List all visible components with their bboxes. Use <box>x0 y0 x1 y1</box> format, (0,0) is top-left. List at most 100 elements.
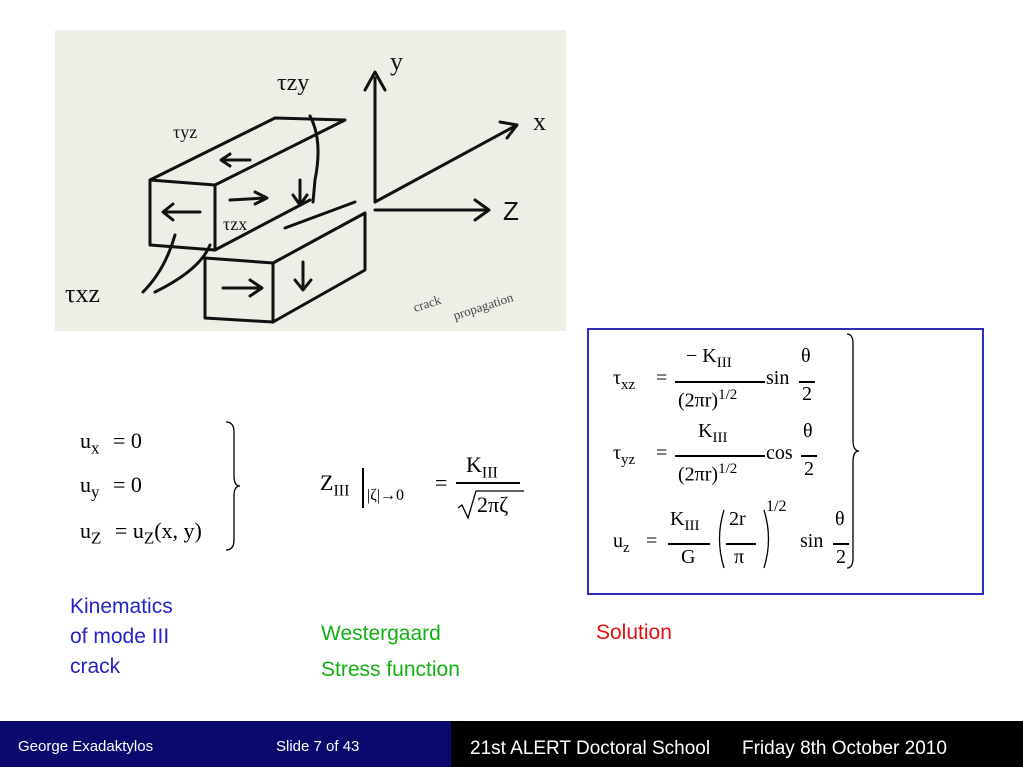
sol-den-1: (2πr)1/2 <box>678 387 737 413</box>
sol-den-2: (2πr)1/2 <box>678 461 737 487</box>
two-3: 2 <box>836 546 846 568</box>
two-2: 2 <box>804 458 814 480</box>
frac-bar-3 <box>668 543 710 545</box>
uz-sub-sol: z <box>623 540 630 556</box>
y-axis-label: y <box>390 47 403 76</box>
two-1: 2 <box>802 383 812 405</box>
westergaard-cond: |ζ|→0 <box>367 487 405 504</box>
sqrt-sign <box>457 490 524 520</box>
u-symbol: u <box>613 530 623 552</box>
theta-bar-1 <box>799 381 815 383</box>
sol-eq-2: = <box>656 442 668 464</box>
G-denominator: G <box>681 546 696 568</box>
uz-eq: = <box>114 518 128 543</box>
sol-num-1: − KIII <box>686 345 732 372</box>
frac-bar-4 <box>726 543 756 545</box>
theta-bar-2 <box>801 455 817 457</box>
mode-iii-sketch: y x Z τzy τyz τzx τxz crack propagation <box>55 30 566 331</box>
neg-K: − K <box>686 345 717 367</box>
westergaard-sub: III <box>333 482 350 500</box>
ux-rhs: = 0 <box>113 428 142 453</box>
x-axis-label: x <box>533 107 546 136</box>
solution-box <box>587 328 984 595</box>
footer-left-panel <box>0 721 451 767</box>
frac-bar-1 <box>675 381 765 383</box>
z-axis-label: Z <box>503 196 519 226</box>
solution-brace <box>846 333 860 569</box>
footer-date: Friday 8th October 2010 <box>742 738 947 759</box>
kinematics-brace <box>225 421 241 551</box>
sol-cos-2: cos <box>766 442 793 464</box>
tau-symbol-1: τ <box>613 367 622 389</box>
tau-zx-label: τzx <box>223 214 247 234</box>
uy-sub: y <box>91 482 100 502</box>
footer-event: 21st ALERT Doctoral School <box>470 738 711 759</box>
westergaard-caption-line2: Stress function <box>321 658 460 681</box>
tau-yz-sub: yz <box>621 452 636 468</box>
paren-group <box>718 509 770 569</box>
theta-1: θ <box>801 345 811 367</box>
lower-block-face <box>203 256 275 324</box>
III-sub-3: III <box>684 518 700 534</box>
tau-zy-label: τzy <box>277 70 309 96</box>
pi-denominator: π <box>734 546 745 568</box>
uz-rhs-sub: Z <box>143 528 155 548</box>
westergaard-caption: Westergaard Stress function <box>321 616 460 688</box>
kinematics-caption-line2: of mode III <box>70 625 170 648</box>
kinematics-caption-line3: crack <box>70 655 121 678</box>
two-r: 2r <box>729 508 746 530</box>
tau-symbol-2: τ <box>613 442 622 464</box>
K-2: K <box>698 420 713 442</box>
eq-uz: uZ = uZ(x, y) <box>80 518 202 548</box>
sol-eq-1: = <box>656 367 668 389</box>
ux-sub: x <box>91 438 100 458</box>
III-sub-1: III <box>716 355 732 371</box>
westergaard-eq: = <box>435 470 448 495</box>
sol-eq-3: = <box>646 530 658 552</box>
uz-sub: Z <box>91 528 102 548</box>
pow-1: 1/2 <box>718 387 738 403</box>
sol-num-2: KIII <box>698 420 727 447</box>
x-axis-line <box>373 123 519 204</box>
sketch-drawing: y x Z τzy τyz τzx τxz crack propagation <box>65 47 546 324</box>
sol-sin-3: sin <box>800 530 824 552</box>
crack-note-1: crack <box>411 292 443 315</box>
theta-3: θ <box>835 508 845 530</box>
pow-3: 1/2 <box>766 498 787 515</box>
westergaard-num: KIII <box>466 452 498 482</box>
kinematics-caption: Kinematics of mode III crack <box>70 592 173 682</box>
crack-note-2: propagation <box>451 289 515 323</box>
theta-bar-3 <box>833 543 849 545</box>
solution-caption: Solution <box>596 621 672 644</box>
westergaard-evalbar <box>362 468 364 508</box>
footer-author: George Exadaktylos <box>18 738 154 755</box>
footer-slide-number: Slide 7 of 43 <box>276 738 360 755</box>
ux-lhs: u <box>80 428 91 453</box>
uz-rhs-args: (x, y) <box>154 518 202 543</box>
footer-bar: George Exadaktylos Slide 7 of 43 21st AL… <box>0 721 1023 767</box>
sol-num-3: KIII <box>670 508 699 535</box>
uz-lhs: u <box>80 518 91 543</box>
westergaard-Z: Z <box>320 470 334 495</box>
westergaard-fraction-bar <box>456 482 520 484</box>
frac-bar-2 <box>675 455 765 457</box>
eq-uy: uy = 0 <box>80 472 142 502</box>
sol-tau-xz: τxz <box>613 367 635 394</box>
III-sub-2: III <box>712 430 728 446</box>
westergaard-den: 2πζ <box>477 492 509 517</box>
theta-2: θ <box>803 420 813 442</box>
sol-uz: uz <box>613 530 630 557</box>
westergaard-num-K: K <box>466 452 482 477</box>
pow-2: 1/2 <box>718 461 738 477</box>
uy-rhs: = 0 <box>113 472 142 497</box>
upper-block-face <box>148 178 217 252</box>
sol-tau-yz: τyz <box>613 442 635 469</box>
den-1: (2πr) <box>678 389 719 412</box>
kinematics-caption-line1: Kinematics <box>70 595 173 618</box>
eq-ux: ux = 0 <box>80 428 142 458</box>
sol-sin-1: sin <box>766 367 790 389</box>
westergaard-lhs: ZIII <box>320 470 349 500</box>
westergaard-num-sub: III <box>481 464 498 482</box>
tau-yz-label: τyz <box>173 122 197 142</box>
uy-lhs: u <box>80 472 91 497</box>
